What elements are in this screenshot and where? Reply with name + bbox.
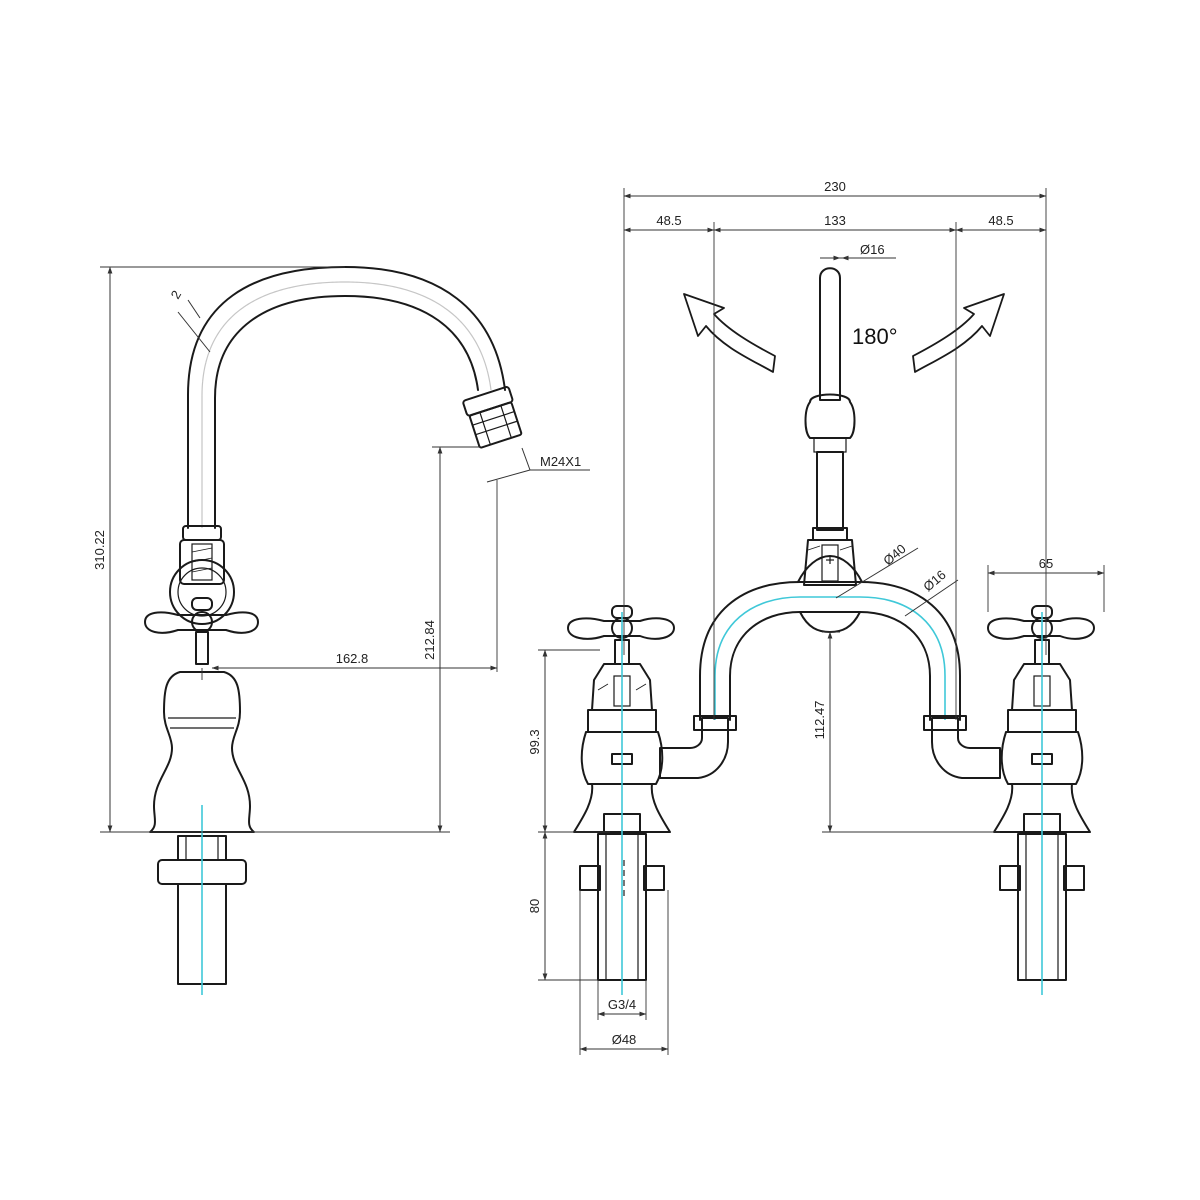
swivel-angle-label: 180° bbox=[852, 324, 898, 349]
aerator-thread-label: M24X1 bbox=[540, 454, 581, 469]
bridge-elbows bbox=[659, 715, 1001, 779]
center-spout bbox=[803, 267, 857, 586]
handle-span-label: 65 bbox=[1039, 556, 1053, 571]
width-total-label: 230 bbox=[824, 179, 846, 194]
gooseneck-spout bbox=[187, 266, 506, 529]
bridge-arch bbox=[699, 555, 961, 721]
right-offset-label: 48.5 bbox=[988, 213, 1013, 228]
flange-diameter-label: Ø48 bbox=[612, 1032, 637, 1047]
left-offset-label: 48.5 bbox=[656, 213, 681, 228]
hub-diameter-label: Ø40 bbox=[880, 541, 908, 568]
side-dimensions bbox=[100, 266, 590, 833]
angle-mark-label: 2 bbox=[168, 288, 185, 302]
side-labels: 310.22 212.84 162.8 M24X1 2 bbox=[92, 288, 581, 666]
swivel-arrow-right bbox=[912, 293, 1005, 373]
spout-reach-label: 162.8 bbox=[336, 651, 369, 666]
height-total-label: 310.22 bbox=[92, 530, 107, 570]
cross-handle-side bbox=[144, 597, 259, 665]
aerator bbox=[462, 386, 523, 449]
right-valve bbox=[987, 605, 1095, 995]
front-view bbox=[538, 188, 1105, 1055]
thread-size-label: G3/4 bbox=[608, 997, 636, 1012]
valve-height-label: 99.3 bbox=[527, 729, 542, 754]
spout-collar bbox=[169, 525, 235, 625]
bridge-height-label: 112.47 bbox=[812, 701, 827, 740]
front-dimensions bbox=[538, 188, 1105, 1055]
side-view bbox=[100, 266, 590, 995]
spout-outlet-height-label: 212.84 bbox=[422, 620, 437, 660]
spout-diameter-label: Ø16 bbox=[860, 242, 885, 257]
tube-diameter-label: Ø16 bbox=[920, 567, 948, 594]
left-valve bbox=[567, 605, 675, 995]
swivel-arrow-left bbox=[683, 293, 776, 373]
shank-length-label: 80 bbox=[527, 899, 542, 913]
center-spacing-label: 133 bbox=[824, 213, 846, 228]
